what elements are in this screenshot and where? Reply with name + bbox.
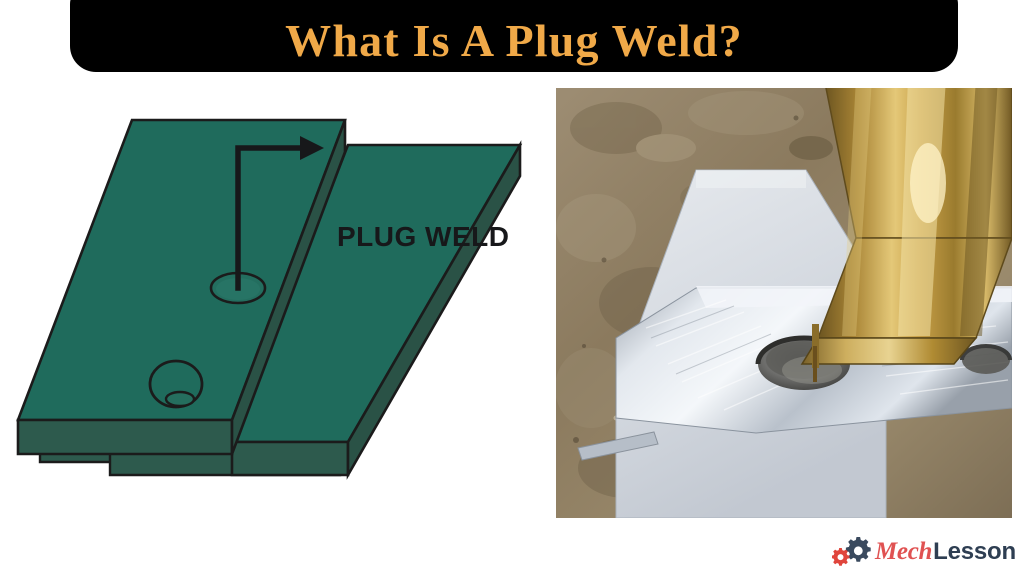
gears-icon — [832, 537, 871, 566]
callout-leader-line — [235, 136, 324, 291]
torch-highlight-left — [842, 88, 872, 336]
logo-text-mech: Mech — [875, 537, 933, 565]
gear-dark-icon — [845, 537, 871, 562]
torch-glint — [910, 143, 946, 223]
leader-path — [235, 145, 303, 291]
weld-photo-illustration — [556, 88, 1012, 518]
welding-torch-nozzle — [800, 88, 1012, 382]
secondary-hole — [960, 344, 1012, 374]
right-plate-side-face — [346, 140, 522, 480]
callout-label: PLUG WELD — [337, 221, 510, 252]
arrow-right-icon — [300, 136, 324, 160]
top-plate — [16, 118, 347, 456]
title-banner: What Is A Plug Weld? — [70, 0, 958, 72]
logo-text-lesson: Lesson — [933, 537, 1016, 565]
open-hole — [148, 359, 204, 409]
diagram-illustration — [16, 118, 523, 480]
plug-weld-diagram: PLUG WELD — [0, 90, 545, 520]
open-hole-bottom-plate — [164, 390, 196, 408]
welding-wire — [813, 346, 817, 382]
torch-shadow-right — [960, 88, 998, 336]
top-plate-side-face — [230, 119, 347, 455]
right-plate — [230, 140, 523, 480]
page-title: What Is A Plug Weld? — [285, 15, 743, 66]
white-plate-highlight — [696, 170, 806, 188]
right-plate-front-face — [230, 440, 350, 477]
logo-wordmark: Mech Lesson — [875, 539, 1016, 564]
gear-red-icon — [832, 548, 850, 566]
top-plate-front-face — [16, 418, 234, 456]
brand-logo[interactable]: Mech Lesson — [832, 532, 1016, 570]
torch-tip — [800, 337, 978, 365]
metal-offcut — [577, 431, 659, 461]
weld-photo — [556, 88, 1012, 518]
